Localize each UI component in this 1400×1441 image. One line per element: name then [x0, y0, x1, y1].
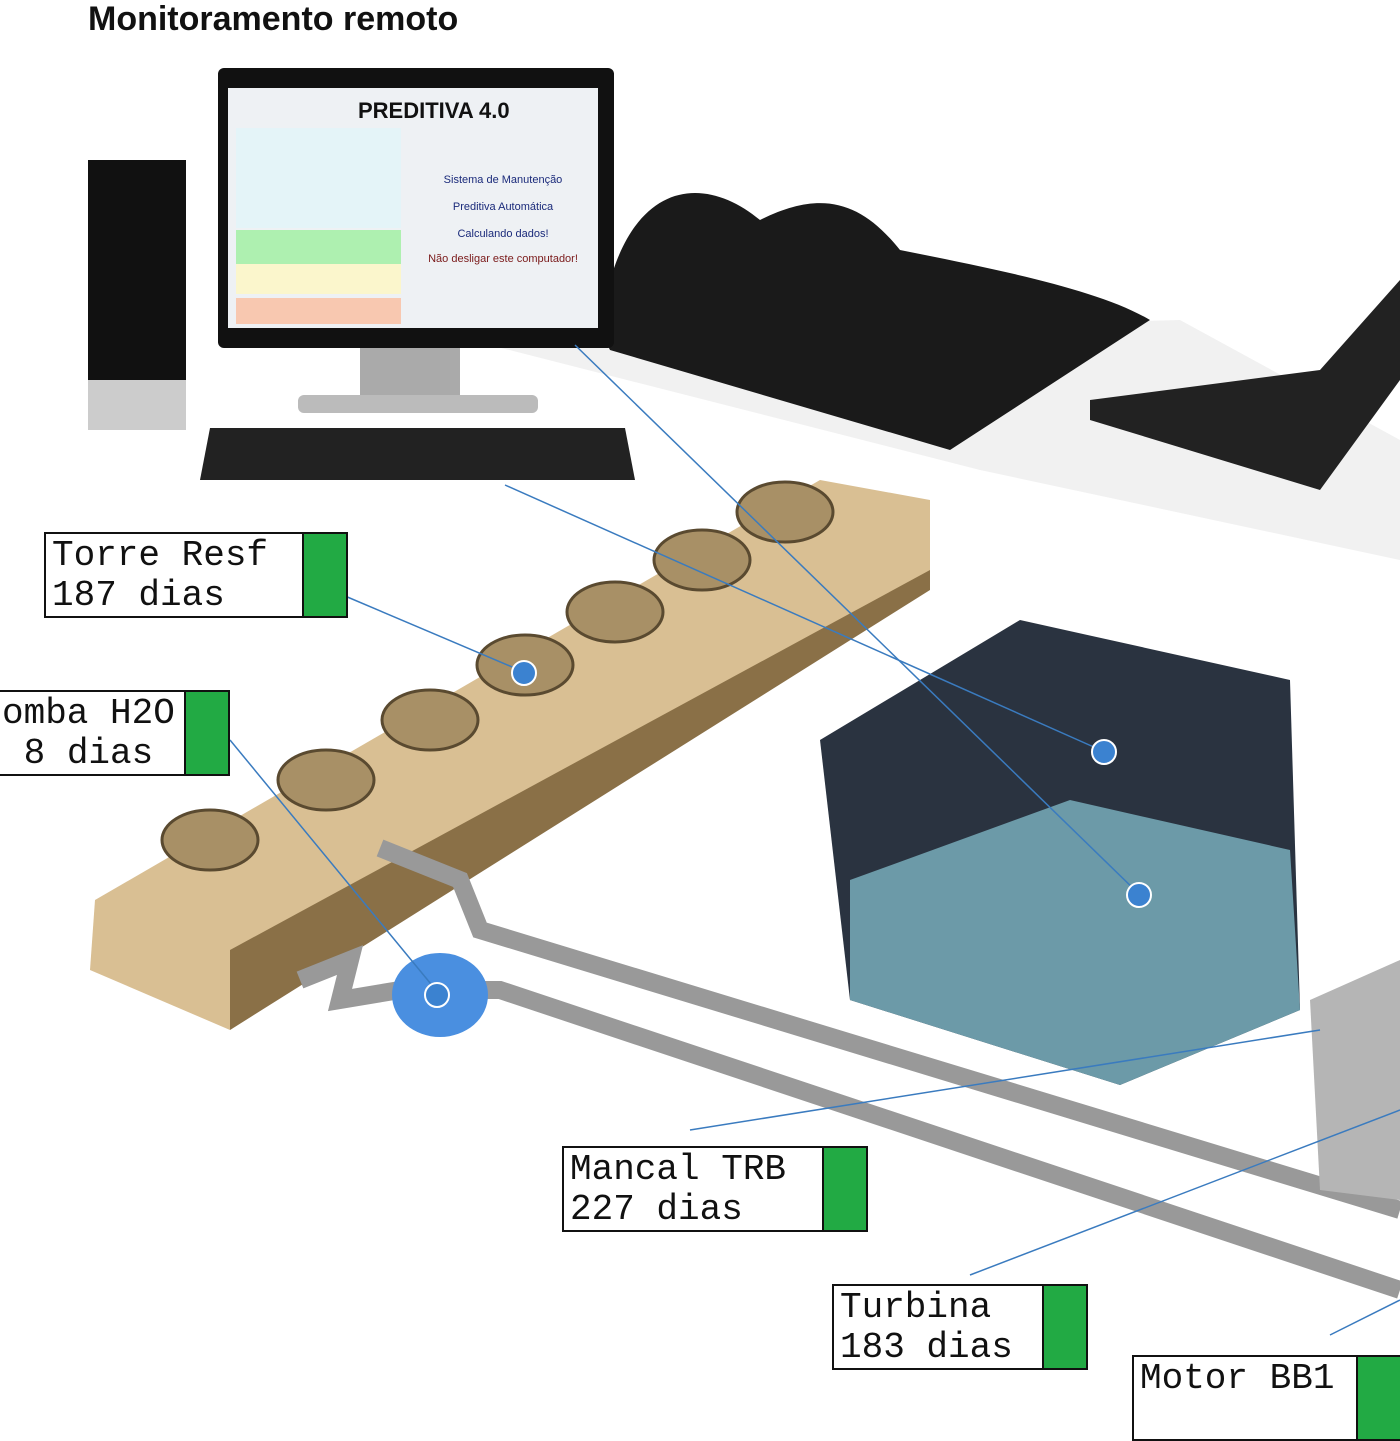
screen-message: Não desligar este computador!: [428, 253, 578, 265]
sensor-dot: [1126, 882, 1152, 908]
sensor-dot: [511, 660, 537, 686]
material-pile: [600, 192, 1150, 450]
tag-name: Mancal TRB: [570, 1149, 787, 1190]
building: [1310, 960, 1400, 1200]
tag-days: 187 dias: [52, 575, 225, 616]
sensor-dots: [424, 660, 1152, 1008]
tag-name: Motor BB1: [1140, 1358, 1335, 1399]
screen-message: Calculando dados!: [457, 228, 549, 240]
status-indicator: [302, 534, 346, 616]
monitor-screen: PREDITIVA 4.0 Sistema de Manutenção Pred…: [228, 88, 598, 328]
tag-name: Turbina: [840, 1287, 992, 1328]
equipment-tag-bomba-h2o[interactable]: omba H2O 8 dias: [0, 690, 230, 776]
tag-name: omba H2O: [2, 693, 175, 734]
sensor-dot: [424, 982, 450, 1008]
conveyor: [1090, 280, 1400, 490]
status-indicator: [184, 692, 228, 774]
status-indicator: [1356, 1357, 1400, 1439]
pipe: [376, 839, 1400, 1219]
tag-name: Torre Resf: [52, 535, 269, 576]
screen-message: Sistema de Manutenção: [443, 174, 563, 186]
equipment-tag-mancal-trb[interactable]: Mancal TRB 227 dias: [562, 1146, 868, 1232]
tag-days: 8 dias: [23, 733, 154, 774]
tag-days: 227 dias: [570, 1189, 743, 1230]
status-indicator: [822, 1148, 866, 1230]
screen-message: Preditiva Automática: [452, 201, 554, 213]
app-title: PREDITIVA 4.0: [358, 98, 510, 123]
keyboard: [200, 428, 635, 480]
status-indicator: [1042, 1286, 1086, 1368]
sensor-dot: [1091, 739, 1117, 765]
link-lines: [229, 344, 1400, 1336]
equipment-tag-motor-bb1[interactable]: Motor BB1: [1132, 1355, 1400, 1441]
equipment-tag-torre-resf[interactable]: Torre Resf 187 dias: [44, 532, 348, 618]
equipment-tag-turbina[interactable]: Turbina 183 dias: [832, 1284, 1088, 1370]
page-title: Monitoramento remoto: [88, 0, 459, 38]
cooling-tower: [90, 480, 930, 1030]
tag-days: 183 dias: [840, 1327, 1013, 1368]
pipe: [296, 945, 1400, 1299]
